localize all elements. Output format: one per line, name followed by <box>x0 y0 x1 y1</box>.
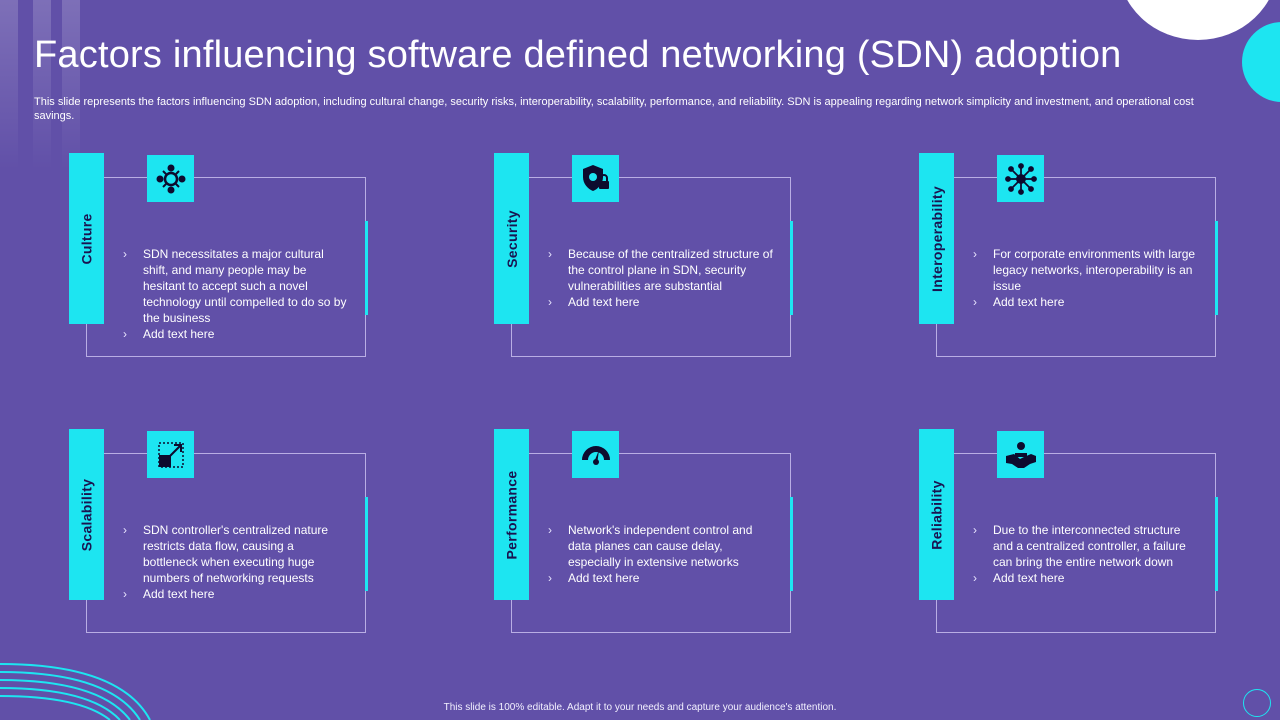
handshake-icon <box>997 431 1044 478</box>
decorative-arcs <box>0 663 151 720</box>
card-accent-bar <box>365 221 368 315</box>
gauge-icon <box>572 431 619 478</box>
card-label: Culture <box>78 212 95 265</box>
list-item: ›Due to the interconnected structure and… <box>973 523 1186 569</box>
chevron-right-icon: › <box>123 247 127 261</box>
card-label-tab: Security <box>494 153 529 324</box>
chevron-right-icon: › <box>548 523 552 537</box>
list-item: ›For corporate environments with large l… <box>973 247 1196 293</box>
card-label: Security <box>503 209 520 268</box>
card-label: Scalability <box>78 478 95 551</box>
chevron-right-icon: › <box>123 327 127 341</box>
card-label-tab: Culture <box>69 153 104 324</box>
scale-arrow-icon <box>147 431 194 478</box>
chevron-right-icon: › <box>123 587 127 601</box>
decorative-stripe <box>33 0 51 170</box>
bullet-list: ›SDN controller's centralized nature res… <box>123 522 351 602</box>
list-item: ›Network's independent control and data … <box>548 523 753 569</box>
chevron-right-icon: › <box>973 247 977 261</box>
footer-note: This slide is 100% editable. Adapt it to… <box>443 702 837 713</box>
bullet-list: ›Network's independent control and data … <box>548 522 776 586</box>
card-accent-bar <box>790 221 793 315</box>
network-hub-icon <box>997 155 1044 202</box>
card-label: Performance <box>503 470 520 559</box>
shield-lock-icon <box>572 155 619 202</box>
list-item: ›Add text here <box>123 327 215 341</box>
card-label-tab: Performance <box>494 429 529 600</box>
bullet-list: ›Due to the interconnected structure and… <box>973 522 1201 586</box>
chevron-right-icon: › <box>123 523 127 537</box>
list-item: ›Add text here <box>123 587 215 601</box>
card-accent-bar <box>1215 221 1218 315</box>
page-subtitle: This slide represents the factors influe… <box>34 96 1194 122</box>
card-label-tab: Reliability <box>919 429 954 600</box>
factor-card-performance: Performance ›Network's independent contr… <box>494 429 794 639</box>
card-label: Interoperability <box>928 185 945 292</box>
chevron-right-icon: › <box>548 247 552 261</box>
chevron-right-icon: › <box>548 295 552 309</box>
list-item: ›Add text here <box>548 571 640 585</box>
card-accent-bar <box>365 497 368 591</box>
list-item: ›Add text here <box>973 295 1065 309</box>
factor-card-reliability: Reliability ›Due to the interconnected s… <box>919 429 1219 639</box>
page-title: Factors influencing software defined net… <box>34 34 1122 76</box>
factor-card-culture: Culture ›SDN necessitates a major cultur… <box>69 153 369 363</box>
chevron-right-icon: › <box>973 295 977 309</box>
decorative-cyan-circle <box>1242 22 1280 102</box>
card-label-tab: Interoperability <box>919 153 954 324</box>
bullet-list: ›Because of the centralized structure of… <box>548 246 776 310</box>
chevron-right-icon: › <box>973 571 977 585</box>
card-label: Reliability <box>928 479 945 550</box>
factor-card-interoperability: Interoperability ›For corporate environm… <box>919 153 1219 363</box>
decorative-stripe <box>62 0 80 170</box>
factor-card-security: Security ›Because of the centralized str… <box>494 153 794 363</box>
list-item: ›SDN controller's centralized nature res… <box>123 523 329 585</box>
card-label-tab: Scalability <box>69 429 104 600</box>
list-item: ›Add text here <box>973 571 1065 585</box>
chevron-right-icon: › <box>548 571 552 585</box>
decorative-ring <box>1243 689 1271 717</box>
list-item: ›SDN necessitates a major cultural shift… <box>123 247 347 325</box>
list-item: ›Because of the centralized structure of… <box>548 247 773 293</box>
card-accent-bar <box>1215 497 1218 591</box>
bullet-list: ›SDN necessitates a major cultural shift… <box>123 246 351 342</box>
list-item: ›Add text here <box>548 295 640 309</box>
bullet-list: ›For corporate environments with large l… <box>973 246 1201 310</box>
collaboration-icon <box>147 155 194 202</box>
factor-card-scalability: Scalability ›SDN controller's centralize… <box>69 429 369 639</box>
card-accent-bar <box>790 497 793 591</box>
decorative-stripe <box>0 0 18 170</box>
chevron-right-icon: › <box>973 523 977 537</box>
